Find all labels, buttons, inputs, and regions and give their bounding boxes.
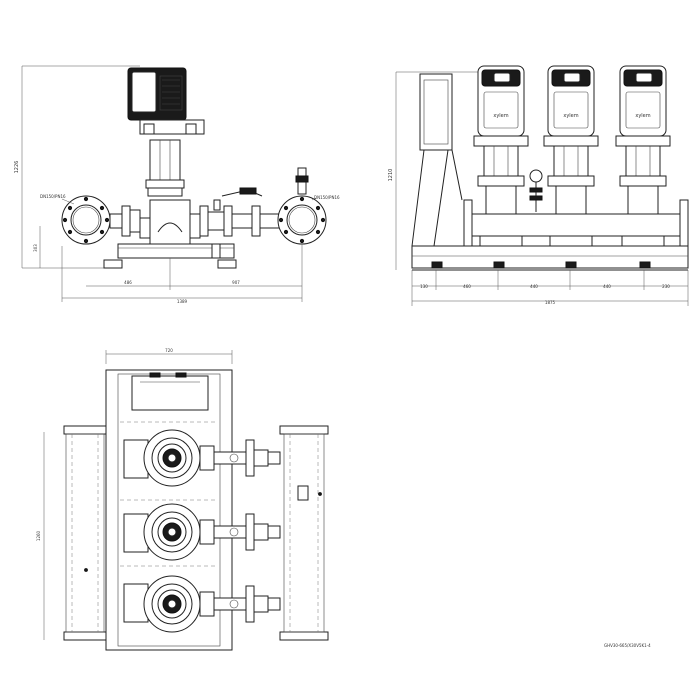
top-width-dim: 720 — [165, 348, 173, 353]
front-pump-1: xylem — [473, 65, 529, 247]
side-pump-casing — [149, 199, 191, 245]
side-overall-dim: 1389 — [177, 299, 188, 304]
front-bottom-dim-1: 130 — [420, 284, 428, 289]
top-pump-1 — [123, 429, 281, 487]
top-left-manifold-cap-top — [63, 425, 107, 435]
side-bottom-dim-1: 486 — [124, 280, 132, 285]
front-brand-2: xylem — [563, 113, 578, 119]
top-control-panel — [131, 375, 209, 411]
side-height-dim: 1226 — [14, 161, 20, 174]
front-bottom-dim-2: 460 — [463, 284, 471, 289]
top-pump-3 — [123, 575, 281, 633]
front-pressure-gauge — [529, 169, 543, 183]
side-inlet-height-dim: 303 — [33, 244, 38, 252]
side-base-frame — [117, 243, 235, 259]
front-brand-1: xylem — [493, 113, 508, 119]
drawing-code: GHV30-665/X30V5K1-4 — [604, 643, 651, 648]
front-bottom-dim-5: 230 — [662, 284, 670, 289]
top-view: 720 1260 — [36, 348, 329, 651]
front-bottom-dim-3: 440 — [530, 284, 538, 289]
front-height-dim: 1210 — [388, 169, 394, 182]
side-view: 1226 303 DN150/PN16 — [14, 65, 340, 304]
top-pump-2 — [123, 503, 281, 561]
front-manifold — [471, 213, 681, 237]
side-pump-column — [149, 139, 181, 181]
side-discharge-flange — [277, 195, 327, 245]
front-view: 1210 xylem xylem — [388, 65, 689, 306]
side-left-flange-label: DN150/PN16 — [40, 194, 66, 199]
top-right-manifold-cap-top — [279, 425, 329, 435]
side-suction-flange — [61, 195, 111, 245]
side-right-flange-label: DN150/PN16 — [314, 195, 340, 200]
front-overall-dim: 1875 — [545, 300, 556, 305]
top-depth-dim: 1260 — [36, 530, 41, 541]
front-control-panel — [419, 73, 453, 151]
front-pump-2: xylem — [543, 65, 599, 247]
front-base-frame — [411, 245, 689, 269]
front-bottom-dim-4: 440 — [603, 284, 611, 289]
front-brand-3: xylem — [635, 113, 650, 119]
side-bottom-dim-2: 907 — [232, 280, 240, 285]
